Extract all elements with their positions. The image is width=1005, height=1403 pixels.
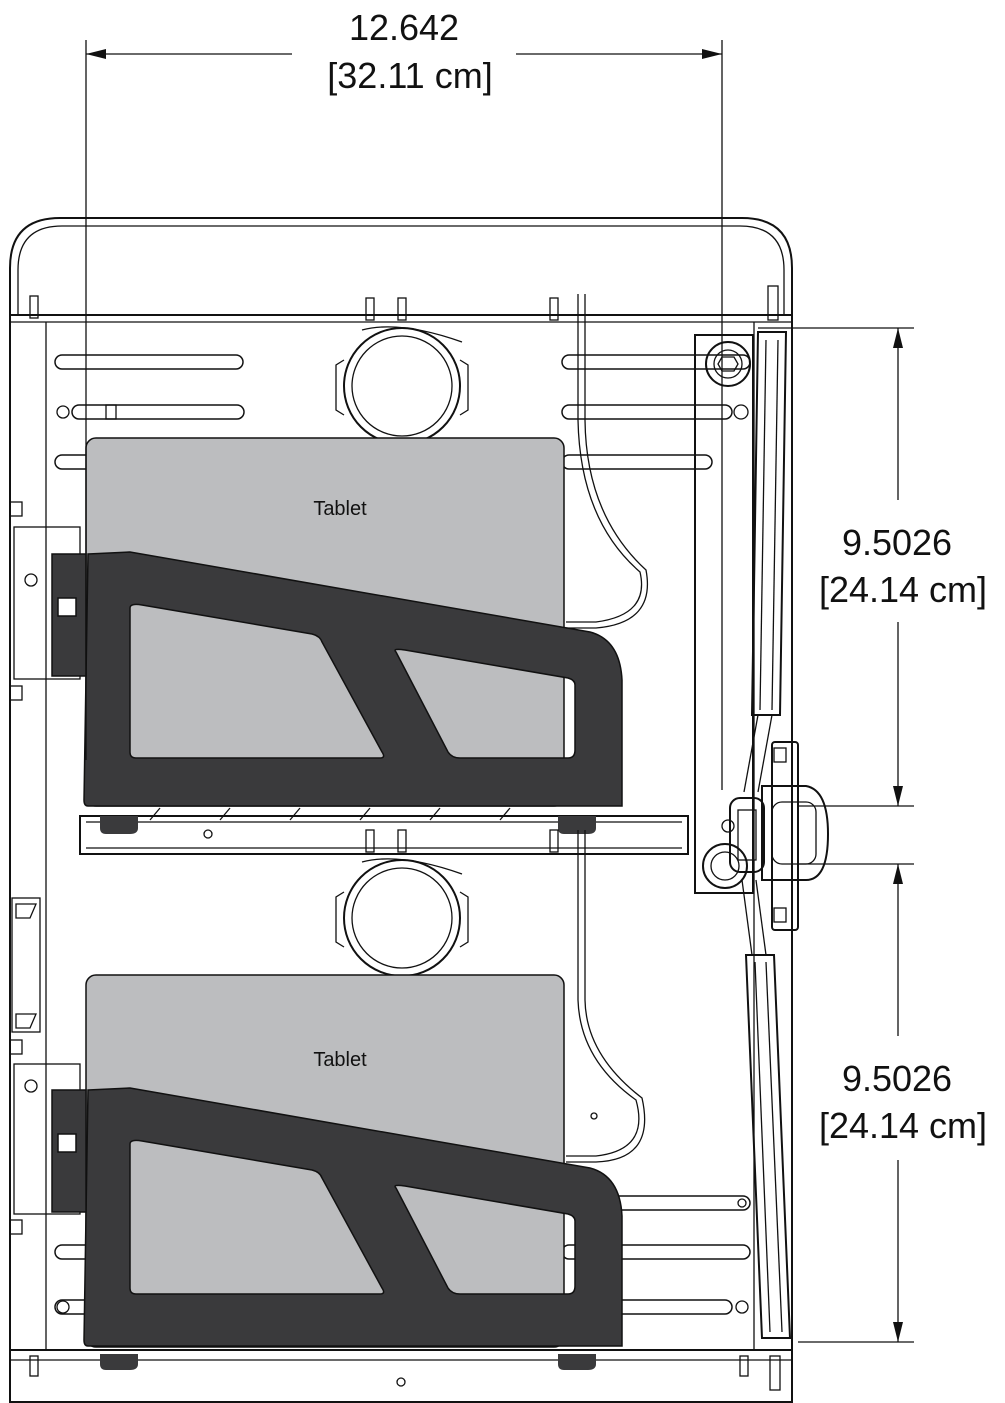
tablet-upper-label: Tablet (313, 498, 367, 520)
dimension-width: 12.642 [32.11 cm] (85, 7, 723, 790)
holder-lower (83, 1087, 623, 1347)
door-mechanism (694, 331, 830, 1339)
dimension-upper-height-value: 9.5026 (842, 522, 952, 563)
dimension-width-metric: [32.11 cm] (327, 55, 492, 96)
holder-upper (83, 551, 623, 807)
dimension-lower-height-metric: [24.14 cm] (819, 1105, 987, 1146)
dimension-width-value: 12.642 (349, 7, 459, 48)
dimension-upper-height-metric: [24.14 cm] (819, 569, 987, 610)
top-studs (29, 285, 781, 1391)
cable-coil-icon (343, 327, 461, 445)
dimension-lower-height: 9.5026 [24.14 cm] (798, 863, 987, 1343)
tablet-lower-label: Tablet (313, 1049, 367, 1071)
dimension-lower-height-value: 9.5026 (842, 1058, 952, 1099)
dimension-upper-height: 9.5026 [24.14 cm] (758, 327, 987, 807)
lower-compartment: Tablet (51, 829, 751, 1370)
upper-compartment: Tablet (51, 294, 751, 855)
cable-coil-icon-lower (343, 859, 461, 977)
cabinet-enclosure (9, 217, 793, 1403)
